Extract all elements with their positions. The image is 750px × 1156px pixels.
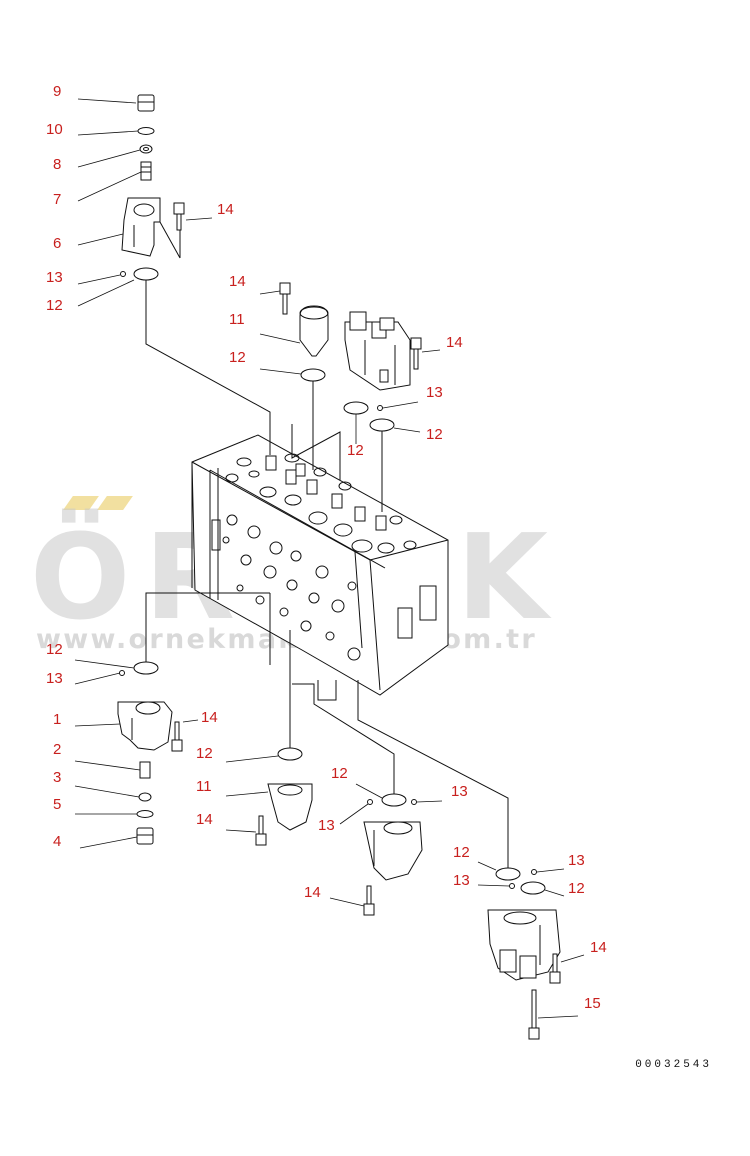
spring-8 bbox=[139, 144, 153, 154]
valve-unit-center bbox=[363, 821, 423, 881]
callout-14: 14 bbox=[229, 273, 246, 290]
oring-12-bottom-right-a bbox=[495, 867, 521, 881]
callout-12: 12 bbox=[426, 426, 443, 443]
callout-9: 9 bbox=[53, 83, 62, 100]
callout-12: 12 bbox=[453, 844, 470, 861]
cover-1 bbox=[117, 701, 173, 751]
bolt-14-bottom-center bbox=[363, 885, 375, 916]
oring-5 bbox=[136, 810, 154, 818]
oring-13-bottom-center-b bbox=[411, 799, 417, 805]
callout-1: 1 bbox=[53, 711, 62, 728]
oring-12-bottom-left bbox=[133, 661, 159, 675]
callout-14: 14 bbox=[304, 884, 321, 901]
oring-12-mid bbox=[300, 368, 326, 382]
callout-12: 12 bbox=[196, 745, 213, 762]
valve-11-top bbox=[299, 305, 329, 357]
callout-12: 12 bbox=[46, 297, 63, 314]
callout-14: 14 bbox=[196, 811, 213, 828]
drawing-number: 00032543 bbox=[635, 1059, 712, 1071]
callout-13: 13 bbox=[426, 384, 443, 401]
bolt-14-mid bbox=[279, 282, 291, 315]
bolt-14-bottom-mid bbox=[255, 815, 267, 846]
callout-7: 7 bbox=[53, 191, 62, 208]
callout-13: 13 bbox=[568, 852, 585, 869]
callout-13: 13 bbox=[46, 269, 63, 286]
callout-13: 13 bbox=[453, 872, 470, 889]
callout-8: 8 bbox=[53, 156, 62, 173]
oring-12-bottom-mid bbox=[277, 747, 303, 761]
callout-15: 15 bbox=[584, 995, 601, 1012]
callout-14: 14 bbox=[446, 334, 463, 351]
solenoid-assembly bbox=[344, 311, 411, 391]
callout-6: 6 bbox=[53, 235, 62, 252]
oring-12-top bbox=[133, 267, 159, 281]
callout-12: 12 bbox=[229, 349, 246, 366]
callout-14: 14 bbox=[201, 709, 218, 726]
valve-7 bbox=[140, 161, 152, 181]
callout-13: 13 bbox=[318, 817, 335, 834]
callout-12: 12 bbox=[331, 765, 348, 782]
oring-12-bottom-center bbox=[381, 793, 407, 807]
callout-3: 3 bbox=[53, 769, 62, 786]
bolt-14-top bbox=[173, 202, 185, 231]
oring-13-bottom-left bbox=[119, 670, 125, 676]
callout-10: 10 bbox=[46, 121, 63, 138]
main-valve-block bbox=[191, 434, 449, 696]
oring-13-bottom-center-a bbox=[367, 799, 373, 805]
bolt-14-right-top bbox=[410, 337, 422, 370]
cover-6 bbox=[121, 197, 181, 259]
valve-11-bottom bbox=[267, 783, 313, 831]
callout-13: 13 bbox=[451, 783, 468, 800]
valve-unit-right bbox=[487, 909, 561, 981]
assembly-lines bbox=[145, 280, 509, 868]
spring-3 bbox=[138, 792, 152, 802]
callout-13: 13 bbox=[46, 670, 63, 687]
callout-12: 12 bbox=[568, 880, 585, 897]
plug-9 bbox=[137, 94, 155, 112]
oring-13-bottom-right-a bbox=[531, 869, 537, 875]
oring-12-bottom-right-b bbox=[520, 881, 546, 895]
callout-5: 5 bbox=[53, 796, 62, 813]
bolt-14-left bbox=[171, 721, 183, 752]
oring-13-right bbox=[377, 405, 383, 411]
callout-11: 11 bbox=[229, 311, 245, 328]
oring-10 bbox=[137, 127, 155, 135]
callout-14: 14 bbox=[217, 201, 234, 218]
callout-4: 4 bbox=[53, 833, 62, 850]
plug-4 bbox=[136, 827, 154, 845]
oring-13-top bbox=[120, 271, 126, 277]
callout-11: 11 bbox=[196, 778, 212, 795]
callout-12: 12 bbox=[347, 442, 364, 459]
oring-12-right-a bbox=[343, 401, 369, 415]
valve-2 bbox=[139, 761, 151, 779]
bolt-15 bbox=[528, 989, 540, 1040]
bolt-14-bottom-right bbox=[549, 953, 561, 984]
callout-14: 14 bbox=[590, 939, 607, 956]
leader-lines bbox=[74, 98, 585, 1019]
oring-12-right-b bbox=[369, 418, 395, 432]
callout-2: 2 bbox=[53, 741, 62, 758]
oring-13-bottom-right-b bbox=[509, 883, 515, 889]
callout-12: 12 bbox=[46, 641, 63, 658]
